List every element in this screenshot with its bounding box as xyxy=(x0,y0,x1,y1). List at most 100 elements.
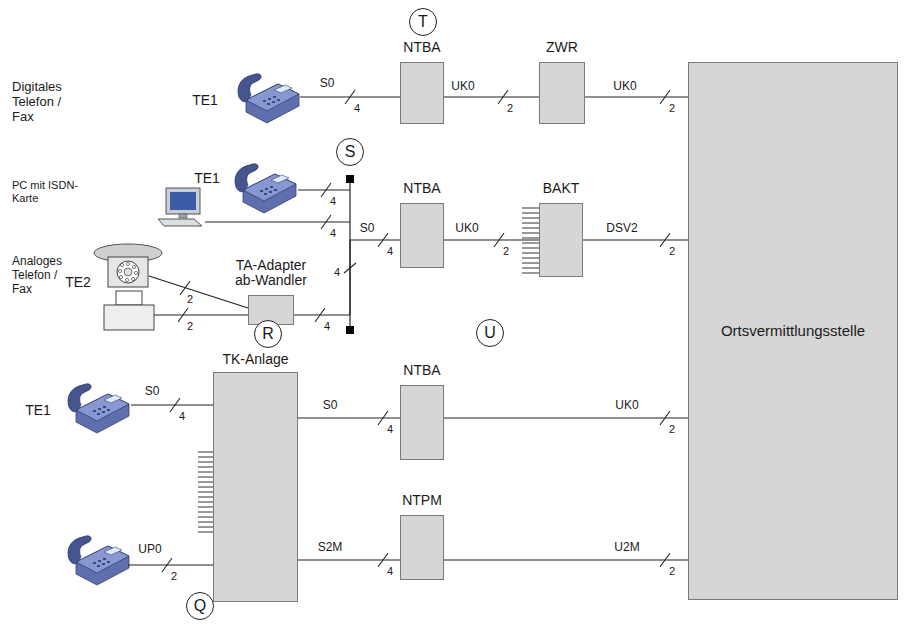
box-heading: NTPM xyxy=(402,493,442,508)
phone-icon xyxy=(68,384,129,433)
wire-count: 2 xyxy=(669,423,675,436)
interface-label: UK0 xyxy=(449,80,476,94)
pc-icon xyxy=(170,192,196,210)
box-heading: NTBA xyxy=(403,181,440,196)
wire-slash xyxy=(321,183,331,197)
reference-point: S xyxy=(336,138,364,166)
fax-icon xyxy=(104,291,154,330)
terminal-label: TE1 xyxy=(25,402,51,418)
interface-label: S0 xyxy=(320,77,335,91)
analog-phone-icon xyxy=(126,262,129,265)
analog-phone-icon xyxy=(118,269,121,272)
wire xyxy=(298,189,350,190)
analog-phone-icon xyxy=(117,261,139,283)
box-text: S xyxy=(345,143,356,161)
wire-slash xyxy=(178,308,188,322)
reference-point: U xyxy=(476,319,504,347)
box-heading: TK-Anlage xyxy=(222,352,288,367)
wire-count: 4 xyxy=(324,320,330,333)
wire-count: 2 xyxy=(669,565,675,578)
box-heading: TA-Adapter ab-Wandler xyxy=(226,258,316,288)
wire-count: 4 xyxy=(330,227,336,240)
interface-label: S0 xyxy=(321,399,340,413)
pc-icon xyxy=(166,188,200,214)
interface-label: UP0 xyxy=(138,543,161,557)
device-label: PC mit ISDN-Karte xyxy=(12,179,82,204)
pc-icon xyxy=(179,214,187,218)
box-heading: BAKT xyxy=(543,181,580,196)
analog-phone-icon xyxy=(94,244,162,287)
wire-slash xyxy=(345,90,355,104)
wire xyxy=(128,564,213,565)
wire xyxy=(131,404,213,405)
connector xyxy=(294,240,400,315)
pc-icon xyxy=(158,219,202,226)
interface-label: S0 xyxy=(358,222,377,236)
wire-count: 4 xyxy=(387,245,393,258)
analog-phone-icon xyxy=(125,278,128,281)
terminal-label: TE2 xyxy=(65,274,91,290)
bakt-box: BAKT xyxy=(539,203,583,277)
interface-label: S2M xyxy=(316,541,345,555)
wire-count: 4 xyxy=(179,410,185,423)
wire-count: 2 xyxy=(507,102,513,115)
connector xyxy=(444,96,539,97)
wire-count: 4 xyxy=(354,102,360,115)
device-label: Analoges Telefon / Fax xyxy=(12,255,74,296)
wire-slash xyxy=(170,398,180,412)
wire-slash xyxy=(321,215,331,229)
analog-phone-icon xyxy=(134,271,137,274)
exchange-box: Ortsvermittlungsstelle xyxy=(688,62,898,600)
wire xyxy=(205,221,350,222)
reference-point: R xyxy=(254,320,282,348)
box-text: R xyxy=(262,325,274,343)
phone-icon xyxy=(68,536,129,585)
interface-label: UK0 xyxy=(613,399,640,413)
wire xyxy=(149,276,248,308)
interface-label: DSV2 xyxy=(604,222,639,236)
box-heading: ZWR xyxy=(546,40,578,55)
wire-slash xyxy=(162,558,172,572)
connector xyxy=(298,559,400,560)
wire-count: 2 xyxy=(187,293,193,306)
box-text: Ortsvermittlungsstelle xyxy=(721,323,865,340)
analog-phone-icon xyxy=(124,268,132,276)
analog-phone-icon xyxy=(131,277,134,280)
reference-point: T xyxy=(409,8,437,36)
box-text: U xyxy=(484,324,496,342)
connector xyxy=(444,559,688,560)
connector xyxy=(583,239,688,240)
analog-phone-icon xyxy=(132,265,135,268)
connector xyxy=(444,239,539,240)
pbx-box: TK-Anlage xyxy=(213,372,298,602)
interface-label: U2M xyxy=(612,541,641,555)
connector xyxy=(444,417,688,418)
analog-phone-icon xyxy=(119,275,122,278)
box-heading: NTBA xyxy=(403,40,440,55)
wire-count: 4 xyxy=(387,565,393,578)
fax-icon xyxy=(116,291,142,305)
bus-terminator xyxy=(346,175,354,183)
interface-label: UK0 xyxy=(611,80,638,94)
pc-icon xyxy=(158,188,202,226)
interface-label: UK0 xyxy=(453,222,480,236)
box-text: T xyxy=(418,13,428,31)
wire-count: 2 xyxy=(669,102,675,115)
bus-terminator xyxy=(346,326,354,334)
box-text: Q xyxy=(194,597,206,615)
wire-count: 4 xyxy=(334,266,340,279)
connector xyxy=(585,96,688,97)
wire-count: 4 xyxy=(330,195,336,208)
interface-label: S0 xyxy=(145,385,160,399)
reference-point: Q xyxy=(186,592,214,620)
wire xyxy=(154,314,248,315)
ntba-box: NTBA xyxy=(400,62,444,124)
analog-phone-icon xyxy=(120,263,123,266)
box-heading: NTBA xyxy=(403,363,440,378)
port-comb xyxy=(198,452,213,532)
ntba-box: NTBA xyxy=(400,203,444,268)
analog-phone-icon xyxy=(108,257,148,287)
phone-icon xyxy=(235,164,296,213)
wire-count: 2 xyxy=(171,570,177,583)
phone-icon xyxy=(238,74,299,123)
